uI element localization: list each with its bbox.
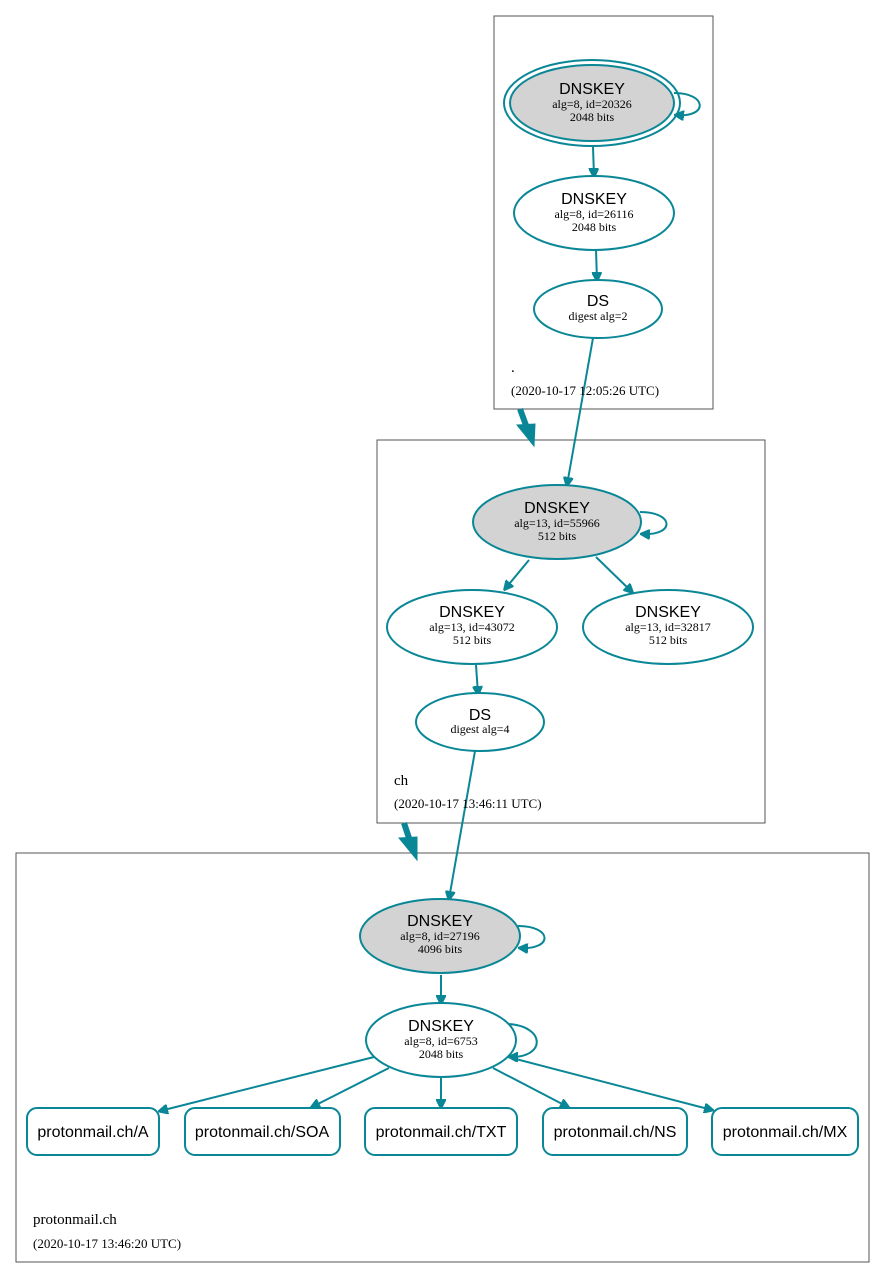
rrset-ns-label: protonmail.ch/NS	[554, 1124, 677, 1141]
pm-ksk-bits: 4096 bits	[418, 942, 463, 956]
zone-protonmail-timestamp: (2020-10-17 13:46:20 UTC)	[33, 1236, 181, 1251]
edge-root-ds-ch-ksk	[567, 337, 594, 485]
root-zsk-node[interactable]: DNSKEY alg=8, id=26116 2048 bits	[513, 175, 675, 251]
zone-ch-box	[376, 439, 766, 824]
ch-zsk1-alg: alg=13, id=43072	[429, 620, 515, 634]
rrset-txt-node[interactable]: protonmail.ch/TXT	[364, 1107, 518, 1156]
zone-protonmail-box	[15, 852, 870, 1263]
pm-zsk-title: DNSKEY	[408, 1018, 474, 1035]
rrset-txt-label: protonmail.ch/TXT	[376, 1124, 507, 1141]
ch-ksk-title: DNSKEY	[524, 500, 590, 517]
root-zsk-title: DNSKEY	[561, 191, 627, 208]
root-ds-title: DS	[587, 293, 609, 310]
pm-zsk-alg: alg=8, id=6753	[404, 1034, 478, 1048]
rrset-a-label: protonmail.ch/A	[37, 1124, 148, 1141]
edge-pm-ksk-self	[518, 925, 546, 948]
edge-ch-ds-protonmail-ksk	[449, 750, 476, 899]
rrset-mx-label: protonmail.ch/MX	[723, 1124, 848, 1141]
edge-pm-zsk-self	[508, 1023, 538, 1057]
zone-root-timestamp: (2020-10-17 12:05:26 UTC)	[511, 383, 659, 398]
rrset-a-node[interactable]: protonmail.ch/A	[26, 1107, 160, 1156]
pm-ksk-node[interactable]: DNSKEY alg=8, id=27196 4096 bits	[359, 898, 521, 974]
delegation-arrow-root-ch	[515, 407, 536, 448]
ch-zsk2-node[interactable]: DNSKEY alg=13, id=32817 512 bits	[582, 589, 754, 665]
ch-ksk-node[interactable]: DNSKEY alg=13, id=55966 512 bits	[472, 484, 642, 560]
edge-root-ksk-zsk	[593, 146, 594, 176]
ch-zsk1-node[interactable]: DNSKEY alg=13, id=43072 512 bits	[386, 589, 558, 665]
edge-ch-zsk1-ds	[476, 664, 478, 694]
root-ksk-alg: alg=8, id=20326	[552, 97, 632, 111]
root-zsk-alg: alg=8, id=26116	[554, 207, 633, 221]
root-ds-node[interactable]: DS digest alg=2	[533, 279, 663, 339]
ch-ds-title: DS	[469, 707, 491, 724]
edge-pm-zsk-ns	[492, 1067, 568, 1107]
root-ds-digest: digest alg=2	[568, 309, 627, 323]
root-ksk-bits: 2048 bits	[570, 110, 615, 124]
edge-root-ksk-self	[674, 92, 701, 115]
rrset-soa-label: protonmail.ch/SOA	[195, 1124, 330, 1141]
ch-zsk1-bits: 512 bits	[453, 633, 492, 647]
delegation-arrow-ch-protonmail	[397, 822, 418, 862]
zone-root-box	[493, 15, 714, 410]
pm-zsk-bits: 2048 bits	[419, 1047, 464, 1061]
ch-zsk2-alg: alg=13, id=32817	[625, 620, 711, 634]
root-zsk-bits: 2048 bits	[572, 220, 617, 234]
ch-zsk2-bits: 512 bits	[649, 633, 688, 647]
ch-ds-node[interactable]: DS digest alg=4	[415, 692, 545, 752]
ch-zsk2-title: DNSKEY	[635, 604, 701, 621]
pm-zsk-node[interactable]: DNSKEY alg=8, id=6753 2048 bits	[365, 1002, 517, 1078]
ch-ksk-alg: alg=13, id=55966	[514, 516, 600, 530]
rrset-ns-node[interactable]: protonmail.ch/NS	[542, 1107, 688, 1156]
edge-ch-ksk-zsk1	[505, 559, 530, 589]
edge-ch-ksk-self	[640, 511, 668, 534]
ch-zsk1-title: DNSKEY	[439, 604, 505, 621]
edge-root-zsk-ds	[596, 249, 597, 280]
zone-ch-timestamp: (2020-10-17 13:46:11 UTC)	[394, 796, 542, 811]
edge-ch-ksk-zsk2	[595, 556, 632, 592]
ch-ksk-bits: 512 bits	[538, 529, 577, 543]
pm-ksk-title: DNSKEY	[407, 913, 473, 930]
zone-root-name: .	[511, 360, 515, 376]
edge-pm-zsk-soa	[312, 1067, 390, 1107]
zone-ch-name: ch	[394, 773, 409, 789]
root-ksk-title: DNSKEY	[559, 81, 625, 98]
edge-pm-zsk-a	[160, 1056, 375, 1111]
rrset-soa-node[interactable]: protonmail.ch/SOA	[184, 1107, 341, 1156]
zone-protonmail-name: protonmail.ch	[33, 1212, 117, 1228]
root-ksk-node[interactable]: DNSKEY alg=8, id=20326 2048 bits	[503, 59, 681, 147]
pm-ksk-alg: alg=8, id=27196	[400, 929, 480, 943]
rrset-mx-node[interactable]: protonmail.ch/MX	[711, 1107, 859, 1156]
ch-ds-digest: digest alg=4	[450, 722, 509, 736]
edge-pm-zsk-mx	[507, 1056, 712, 1110]
